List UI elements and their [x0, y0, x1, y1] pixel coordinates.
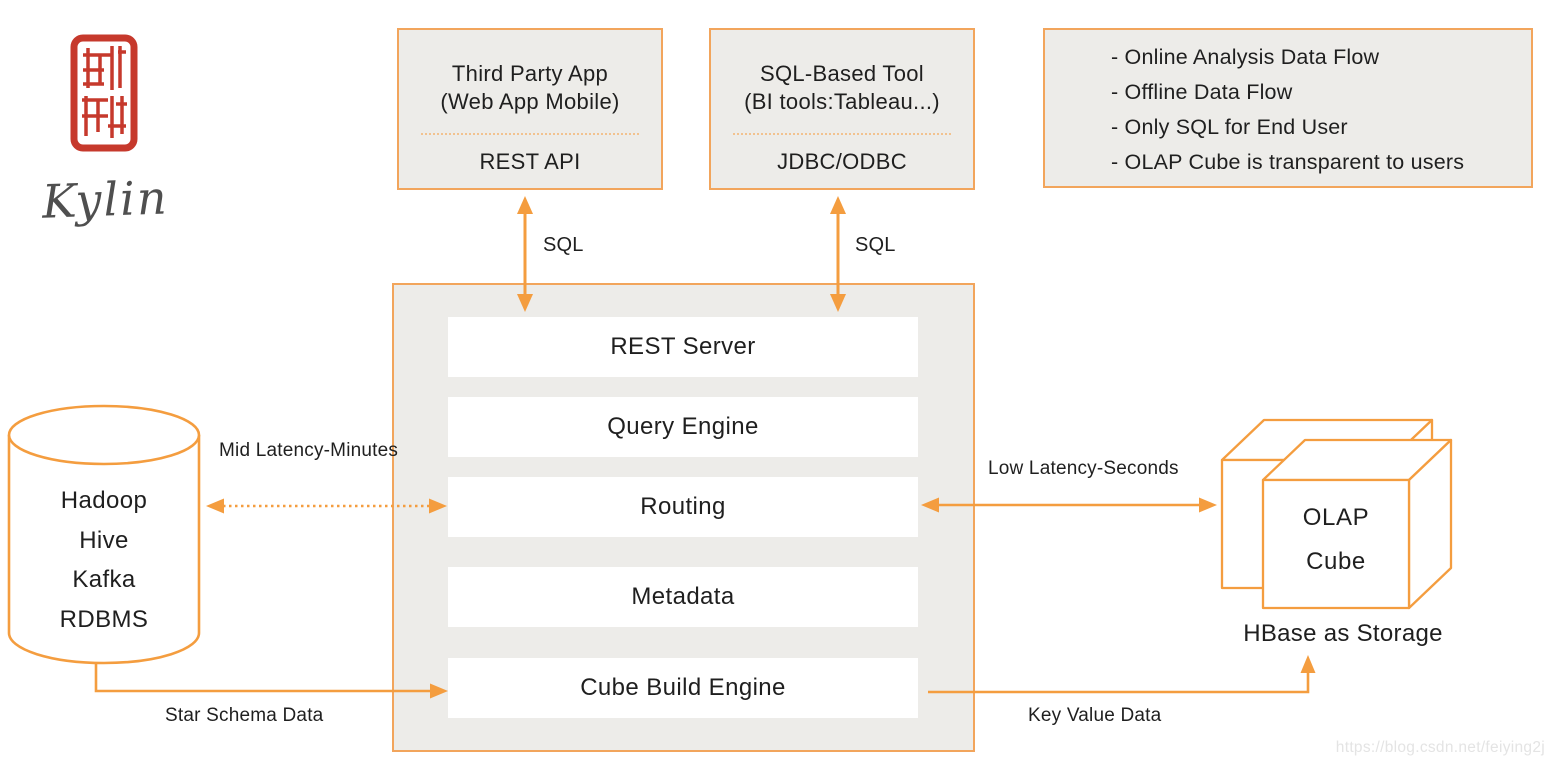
datasource-kafka: Kafka: [72, 566, 136, 593]
hbase-caption: HBase as Storage: [1243, 620, 1443, 647]
key-value-connector: [928, 655, 1316, 694]
note-item: - Online Analysis Data Flow: [1111, 45, 1380, 69]
datasource-hadoop: Hadoop: [60, 487, 148, 514]
third-party-app-box: Third Party App (Web App Mobile) REST AP…: [397, 28, 663, 190]
watermark-url: https://blog.csdn.net/feiying2j: [1335, 739, 1545, 756]
olap-line: OLAP: [1302, 504, 1370, 531]
sql-based-tool-box: SQL-Based Tool (BI tools:Tableau...) JDB…: [709, 28, 975, 190]
rest-api-label: REST API: [479, 149, 581, 174]
sql-label-left: SQL: [543, 234, 584, 256]
notes-box: - Online Analysis Data Flow - Offline Da…: [1043, 28, 1533, 188]
layer-metadata: Metadata: [448, 567, 918, 627]
sql-tool-title: SQL-Based Tool: [759, 61, 924, 86]
datasource-rdbms: RDBMS: [59, 605, 149, 633]
third-party-app-subtitle: (Web App Mobile): [440, 89, 620, 114]
mid-latency-label: Mid Latency-Minutes: [219, 440, 399, 461]
dotted-divider: [421, 133, 639, 135]
note-item: - Offline Data Flow: [1111, 80, 1293, 104]
layer-query-engine: Query Engine: [448, 397, 918, 457]
star-schema-label: Star Schema Data: [165, 705, 324, 726]
kylin-wordmark: Kylin: [41, 170, 170, 229]
sql-label-right: SQL: [855, 234, 896, 256]
datasource-hive: Hive: [79, 526, 129, 554]
olap-cube-label: OLAP Cube: [1263, 496, 1409, 584]
note-item: - OLAP Cube is transparent to users: [1111, 150, 1465, 174]
low-latency-label: Low Latency-Seconds: [988, 458, 1179, 479]
jdbc-odbc-label: JDBC/ODBC: [777, 149, 907, 174]
dotted-divider: [733, 133, 951, 135]
key-value-label: Key Value Data: [1028, 705, 1162, 726]
layer-cube-build-engine: Cube Build Engine: [448, 658, 918, 718]
note-item: - Only SQL for End User: [1111, 115, 1348, 139]
third-party-app-title: Third Party App: [451, 61, 609, 86]
sql-tool-subtitle: (BI tools:Tableau...): [744, 89, 940, 114]
cube-line: Cube: [1306, 548, 1366, 575]
kylin-seal-icon: [70, 34, 138, 152]
layer-routing: Routing: [448, 477, 918, 537]
datasource-labels: Hadoop Hive Kafka RDBMS: [9, 481, 199, 639]
layer-rest-server: REST Server: [448, 317, 918, 377]
